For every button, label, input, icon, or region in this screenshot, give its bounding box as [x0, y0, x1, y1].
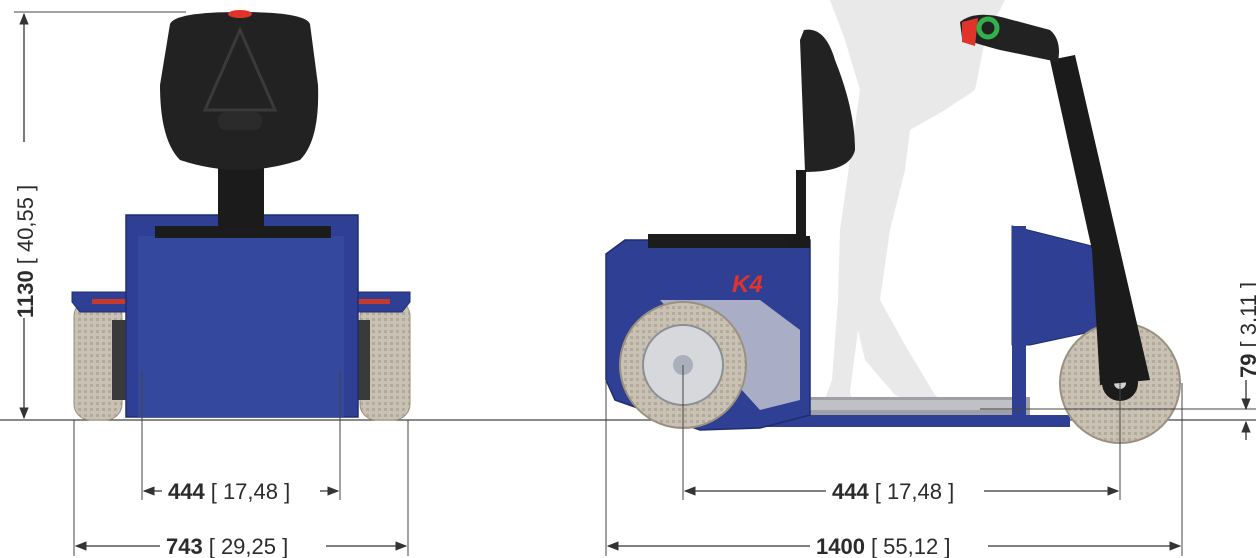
wheelbase-label: 444[ 17,48 ]	[832, 479, 954, 504]
front-wheel-spacing-label: 444[ 17,48 ]	[168, 479, 290, 504]
side-seat-back	[800, 29, 855, 172]
height-label: 1130[ 40,55 ]	[13, 185, 38, 318]
width-label: 743[ 29,25 ]	[166, 534, 288, 558]
brand-logo: K4	[732, 271, 763, 298]
length-label: 1400[ 55,12 ]	[816, 534, 950, 558]
seat-back	[160, 12, 319, 170]
operator-silhouette	[820, 0, 1005, 412]
platform-height-label: 79[ 3,11 ]	[1236, 282, 1256, 378]
front-view-vehicle	[71, 10, 411, 421]
tiller-arm	[1050, 55, 1150, 385]
side-view-vehicle: K4	[605, 14, 1181, 444]
tiller-handle	[960, 14, 1059, 62]
handle-grip-green	[976, 16, 1000, 40]
